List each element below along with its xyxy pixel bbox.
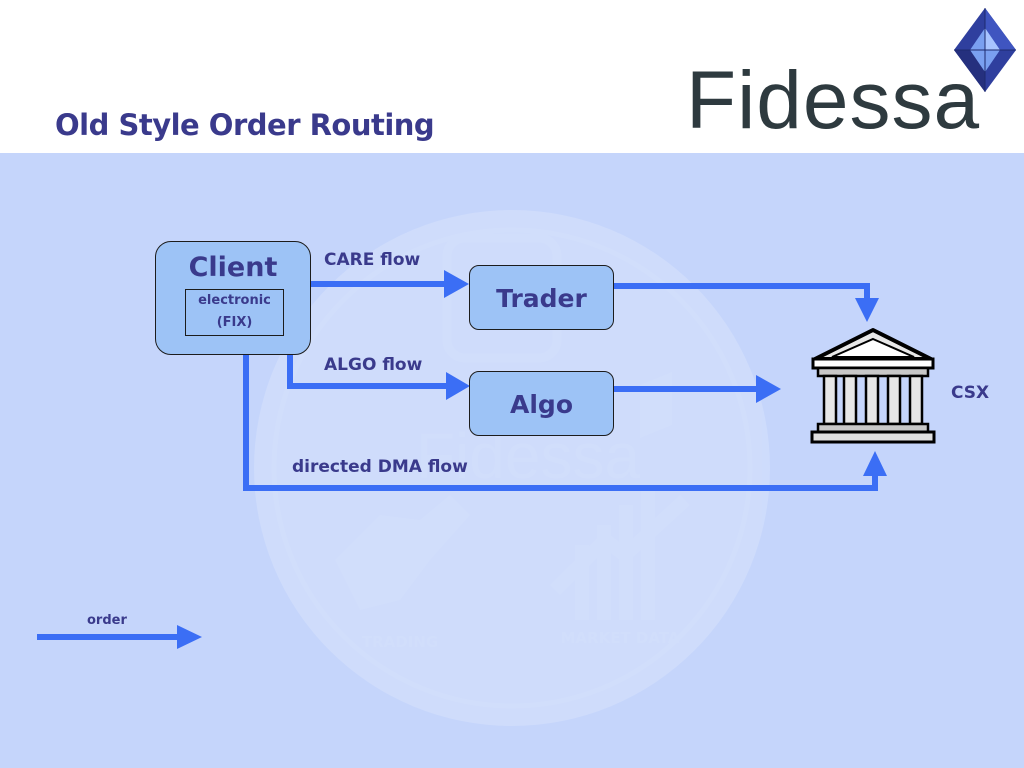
algo-flow-arrow [287,355,448,389]
slide-title: Old Style Order Routing [55,108,435,142]
client-sub-line1: electronic [198,293,271,308]
bank-building-icon [810,328,936,444]
csx-label: CSX [951,383,990,403]
watermark-market-data: MARKET DATA [561,629,680,647]
fidessa-logo-mark-icon [954,8,1016,92]
algo-flow-label: ALGO flow [324,355,423,375]
fidessa-logo-text: Fidessa [686,55,981,146]
care-flow-label: CARE flow [324,250,421,270]
algo-to-csx-arrowhead [756,375,781,403]
legend-order-label: order [87,613,127,628]
trader-to-csx-arrow [614,283,870,300]
dma-flow-label: directed DMA flow [292,457,468,477]
trader-node: Trader [469,265,614,330]
algo-node: Algo [469,371,614,436]
slide-header: Old Style Order Routing Fidessa [0,0,1024,153]
watermark-trading: TRADING [362,633,438,651]
dma-flow-arrow [243,338,878,491]
client-sub-line2: (FIX) [216,315,253,330]
legend-arrowhead [177,625,202,649]
dma-flow-arrowhead [863,451,887,476]
client-title: Client [188,252,278,283]
algo-flow-arrowhead [446,372,470,400]
trader-to-csx-arrowhead [855,298,879,322]
client-node: Client electronic (FIX) [155,241,311,355]
client-fix-box: electronic (FIX) [185,289,284,336]
care-flow-arrowhead [444,270,469,298]
